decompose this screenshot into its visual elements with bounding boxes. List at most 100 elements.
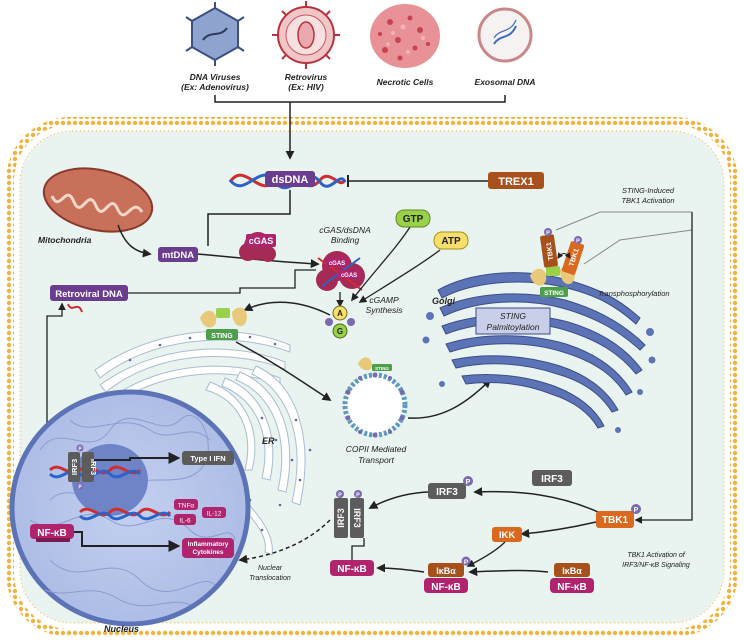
complex-cgas-label-1: cGAS	[329, 261, 345, 267]
irf3p-to-dimer-arrow	[368, 491, 429, 509]
ikba-phos-p	[461, 556, 471, 566]
sting-golgi-label: STING	[544, 290, 564, 297]
ikk-badge	[492, 527, 522, 542]
ikba-phos-label: IκBα	[436, 566, 456, 576]
il6-badge	[174, 514, 196, 525]
cgamp-label-1: cGAMP	[369, 295, 399, 305]
irf3-dimer-label-2: IRF3	[352, 508, 362, 528]
transphos-callout	[583, 229, 693, 265]
copii-vesicle	[342, 357, 408, 438]
cgas-label: cGAS	[249, 236, 274, 246]
gtp-arrow	[351, 226, 411, 302]
golgi-vesicles	[422, 312, 656, 433]
ikba-rest-label: IκBα	[562, 566, 582, 576]
dsdna-badge	[265, 171, 315, 187]
retroviral-dna-helix	[67, 303, 83, 313]
irf3-dimer-p-label-1: P	[338, 493, 342, 499]
irf3-phos-p-label: P	[466, 479, 471, 486]
dna-viruses-example: (Ex: Adenovirus)	[181, 82, 249, 92]
irf3-phos-badge	[428, 483, 466, 499]
golgi-p-label-2: P	[576, 239, 580, 245]
nfkb-rest-label: NF-κB	[557, 582, 586, 593]
irf3-dimer-p-1	[336, 490, 344, 498]
irf3-nucleus-p-2	[76, 482, 84, 490]
sting-palmitoylation-2: Palmitoylation	[487, 322, 540, 332]
nfkb-nucleus-label: NF-κB	[37, 528, 66, 539]
retrovirus-example: (Ex: HIV)	[288, 82, 324, 92]
tbk1-golgi-label-1: TBK1	[546, 242, 555, 261]
ikba-nfkb-to-nfkb-arrow	[376, 563, 425, 573]
cell-membrane	[6, 117, 738, 637]
exosomal-dna-label: Exosomal DNA	[475, 77, 536, 87]
sting-tbk1-callout	[555, 211, 692, 231]
irf3-dimer-p-label-2: P	[356, 493, 360, 499]
retroviral-dna-label: Retroviral DNA	[55, 289, 123, 300]
nucleus-label: Nucleus	[104, 624, 139, 634]
irf3-phos-p	[463, 476, 473, 486]
sting-vesicle-label: STING	[375, 366, 389, 371]
nuclear-translocation-arrow	[238, 519, 331, 564]
irf3-nucleus-p-1	[76, 444, 84, 452]
gtp-badge	[395, 209, 431, 228]
sting-palmitoylation-box	[475, 307, 551, 335]
irf3-nucleus-1	[68, 452, 80, 482]
er-to-copii-arrow	[235, 341, 332, 401]
transphos-arrows	[557, 252, 571, 259]
irf3-dimer-2	[350, 498, 364, 538]
exosome-icon	[477, 7, 533, 63]
irf3-free-badge	[532, 470, 572, 486]
nuclear-translocation-2: Translocation	[249, 575, 291, 582]
tbk1-active-badge	[596, 511, 634, 528]
irf3-nucleus-2	[82, 452, 94, 482]
irf3-nucleus-p-label-2: P	[78, 485, 82, 491]
cgamp-a-label: A	[337, 309, 343, 318]
tbk1-active-p	[631, 504, 641, 514]
cgas-dsdna-complex	[316, 251, 365, 291]
cgamp-label-2: Synthesis	[366, 305, 404, 315]
ikba-phos-badge	[428, 563, 464, 577]
cgamp-to-sting-arrow	[243, 301, 331, 316]
ikk-to-ikba-arrow	[466, 541, 506, 567]
irf3-dimer-p-2	[354, 490, 362, 498]
sting-tbk1-label-2: TBK1 Activation	[621, 196, 674, 205]
irf3-nucleus-p-label-1: P	[78, 447, 82, 453]
sources-bracket	[214, 95, 506, 103]
nfkb-rest-badge	[550, 578, 594, 593]
golgi-p-label-1: P	[546, 231, 550, 237]
mitochondria-label: Mitochondria	[38, 235, 92, 245]
irf3-dimer-1	[334, 498, 348, 538]
nuclear-dna-top-b	[48, 469, 142, 479]
sting-er-label: STING	[211, 333, 233, 340]
mtdna-label: mtDNA	[162, 250, 194, 261]
mtdna-badge	[158, 247, 198, 262]
mito-to-mtdna-arrow	[117, 224, 152, 258]
atp-badge	[433, 231, 469, 250]
ikba-complex-arrow	[468, 567, 549, 577]
irf3-nucleus-label-2: IRF3	[89, 459, 98, 475]
cgamp-g-label: G	[337, 327, 343, 336]
tnfa-label: TNFα	[178, 503, 195, 510]
tnfa-badge	[174, 499, 198, 510]
irf3-free-label: IRF3	[541, 474, 563, 485]
irf3-phos-label: IRF3	[436, 487, 458, 498]
copii-label-2: Transport	[358, 455, 394, 465]
nfkb-to-cytokines-arrow	[74, 531, 181, 552]
atp-arrow	[358, 249, 441, 303]
atp-label: ATP	[441, 236, 461, 247]
nfkb-nucleus-base	[36, 538, 70, 542]
dna-virus-icon	[185, 2, 245, 66]
copii-label-1: COPII Mediated	[346, 444, 407, 454]
il12-badge	[202, 507, 226, 518]
nuclear-dna-top	[48, 465, 142, 475]
ikba-phos-p-label: P	[464, 559, 469, 566]
ikba-rest-badge	[554, 563, 590, 577]
nfkb-nucleus-badge	[30, 524, 74, 539]
tbk1-active-label: TBK1	[602, 515, 629, 526]
trex1-badge	[488, 172, 544, 189]
cgas-binding-label-1: cGAS/dsDNA	[319, 225, 371, 235]
type1-ifn-badge	[182, 451, 234, 465]
sting-tbk1-complex	[530, 228, 585, 297]
type1-ifn-label: Type I IFN	[190, 454, 225, 463]
golgi-label: Golgi	[432, 296, 455, 306]
